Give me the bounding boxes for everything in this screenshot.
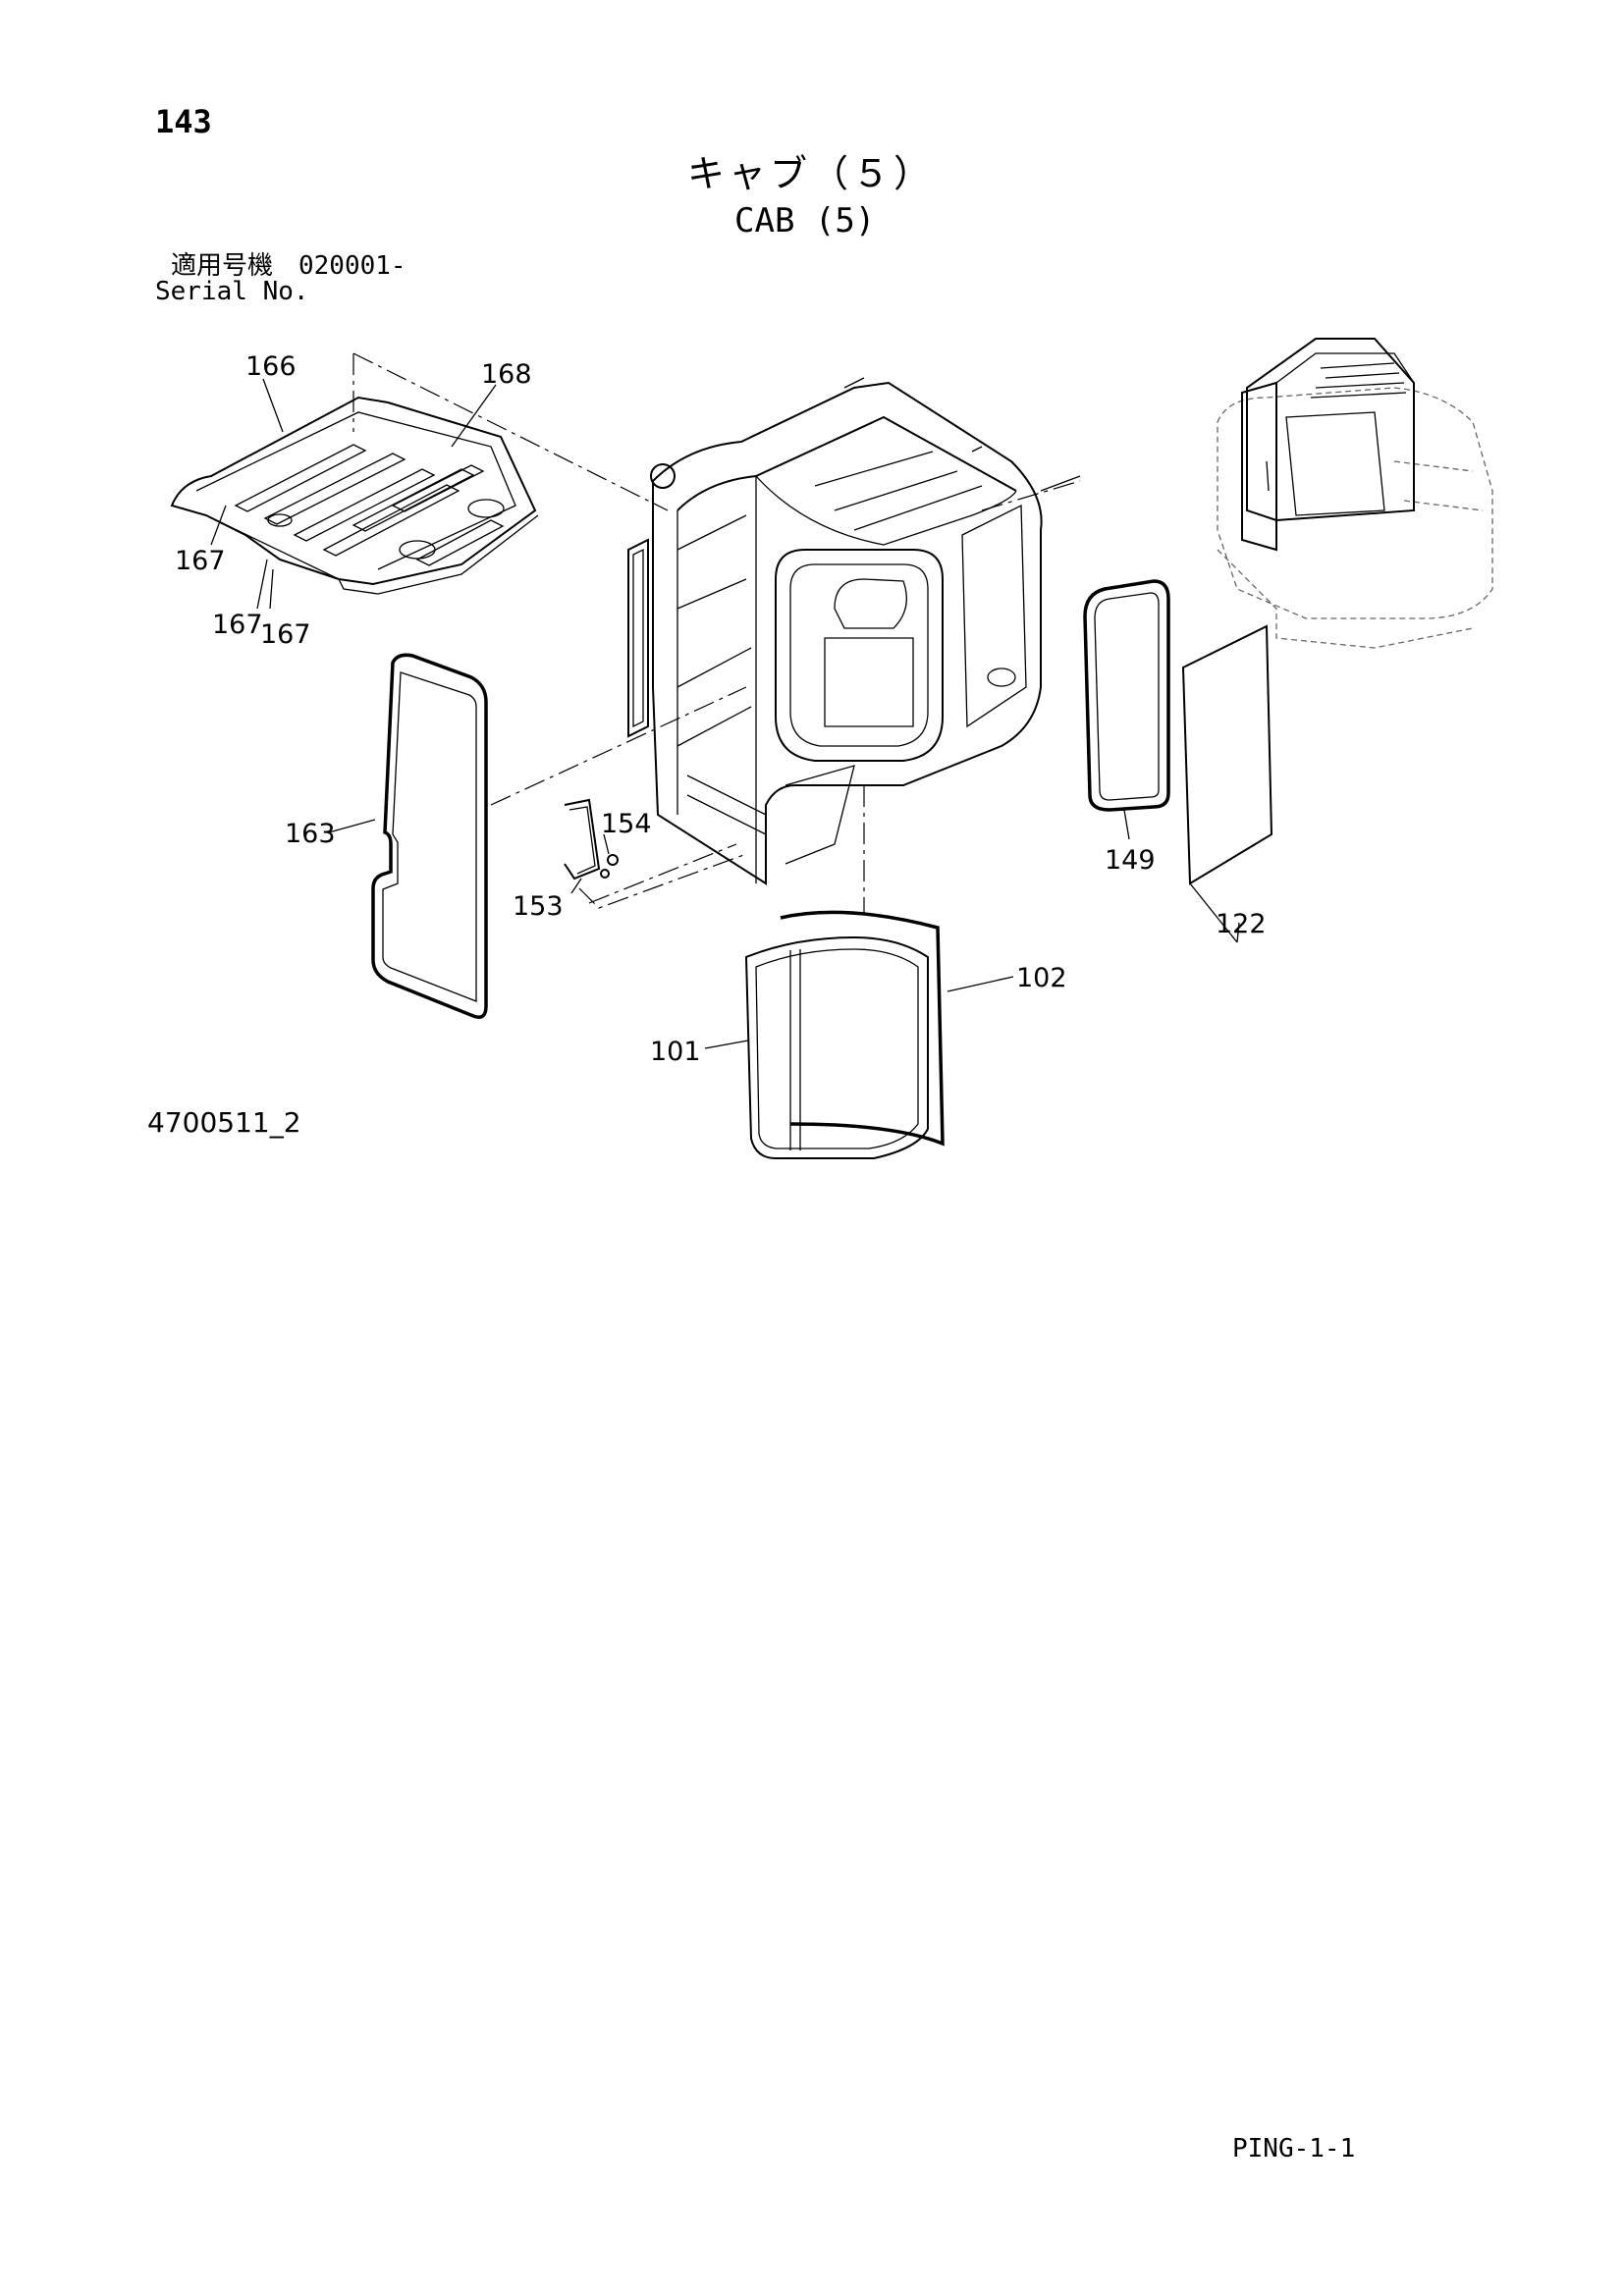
callout-149: 149 [1105,845,1156,876]
machine-thumbnail [1217,338,1493,649]
callout-168: 168 [481,359,532,390]
handle-bracket-drawing [564,798,747,909]
cab-frame-drawing [627,377,1081,885]
side-window-glass-drawing [1181,624,1273,943]
serial-label-english: Serial No. [155,277,309,306]
assembly-guide-lines [352,352,1081,913]
callout-166: 166 [245,351,297,382]
callout-163: 163 [285,819,336,849]
callout-167-b: 167 [212,610,263,640]
serial-label-japanese: 適用号機 020001- [171,251,406,281]
page-code: PING-1-1 [1232,2134,1356,2163]
drawing-id: 4700511_2 [147,1106,301,1139]
callout-167-a: 167 [175,546,226,576]
callout-102: 102 [1016,963,1067,993]
front-window-drawing [744,910,945,1160]
door-seal-drawing [371,653,488,1019]
callout-167-c: 167 [260,619,311,650]
page-number: 143 [155,103,212,140]
side-window-seal-drawing [1083,579,1170,812]
roof-panel-drawing [170,396,539,595]
callout-labels: 166 168 167 167 167 163 154 153 149 122 … [175,351,1267,1067]
page-title-japanese: キャブ（５） [687,152,936,195]
callout-122: 122 [1216,909,1267,939]
leader-lines [210,378,1240,1049]
callout-154: 154 [601,809,652,839]
callout-153: 153 [513,891,564,922]
callout-101: 101 [650,1037,701,1067]
page-title-english: CAB (5) [734,201,876,240]
